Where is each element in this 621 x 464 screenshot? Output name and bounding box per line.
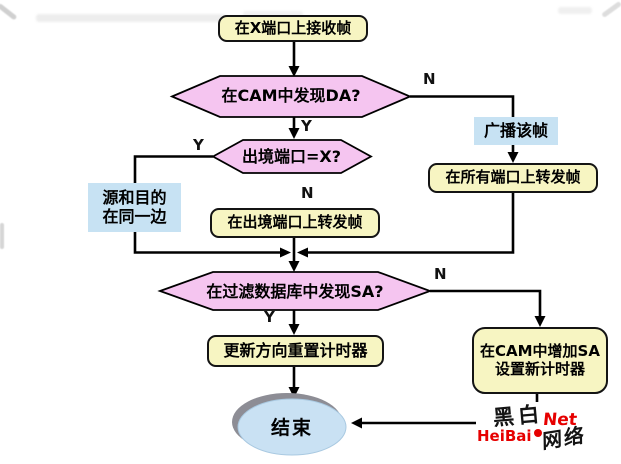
branch-label-cam-da-yes: Y	[301, 117, 312, 135]
step-receive-frame-label: 在X端口上接收帧	[234, 18, 352, 37]
branch-label-cam-da-no: N	[423, 70, 436, 88]
decision-filter-sa: 在过滤数据库中发现SA?	[163, 281, 427, 303]
step-add-sa-to-cam: 在CAM中增加SA 设置新计时器	[472, 327, 608, 394]
decision-filter-sa-label: 在过滤数据库中发现SA?	[206, 281, 384, 301]
arrow-into-egress	[288, 128, 300, 139]
arrow-into-filter-sa	[288, 261, 300, 272]
terminator-end-label: 结束	[270, 416, 313, 439]
arrow-merge-from-left	[280, 247, 291, 258]
heibai-logo: 黑白 Net HeiBai 网络	[476, 402, 608, 460]
logo-heibai-text: HeiBai	[477, 427, 532, 445]
step-forward-egress-port-label: 在出境端口上转发帧	[227, 213, 363, 232]
note-same-side-line1: 源和目的	[102, 188, 167, 208]
branch-label-egress-yes: Y	[193, 136, 204, 154]
note-broadcast-frame-label: 广播该帧	[483, 120, 548, 140]
terminator-shape	[232, 393, 347, 456]
scan-ghost-row	[36, 14, 226, 22]
decision-cam-da: 在CAM中发现DA?	[180, 85, 402, 107]
step-forward-egress-port: 在出境端口上转发帧	[210, 208, 380, 238]
decision-egress-shape	[211, 139, 373, 174]
note-same-side: 源和目的 在同一边	[88, 183, 181, 232]
decision-cam-da-label: 在CAM中发现DA?	[221, 85, 361, 105]
decision-egress: 出境端口=X?	[213, 146, 370, 168]
note-same-side-line2: 在同一边	[102, 206, 167, 226]
step-receive-frame: 在X端口上接收帧	[218, 15, 368, 42]
logo-cn-bottom-text: 网络	[542, 422, 586, 454]
logo-red-dot	[534, 429, 542, 437]
arrow-merge-from-right	[297, 247, 308, 258]
scan-ghost-row	[558, 7, 592, 14]
arrow-into-add-sa	[534, 316, 546, 327]
step-add-sa-line1: 在CAM中增加SA	[480, 342, 600, 361]
arrow-into-cam-da	[288, 66, 300, 77]
arrowheads	[280, 66, 546, 429]
branch-label-filter-no: N	[434, 265, 447, 283]
scan-smudge-left-edge	[0, 223, 4, 249]
arrow-into-end-right	[351, 417, 362, 429]
step-forward-all-ports: 在所有端口上转发帧	[428, 163, 598, 193]
step-add-sa-line2: 设置新计时器	[494, 359, 585, 378]
decision-cam-da-shape	[169, 75, 413, 118]
decision-egress-label: 出境端口=X?	[241, 146, 342, 166]
note-broadcast-frame: 广播该帧	[474, 117, 558, 145]
scan-ghost-row	[243, 11, 303, 18]
branch-label-filter-yes: Y	[264, 308, 275, 326]
arrow-into-end-top	[288, 387, 300, 398]
end-ellipse	[237, 398, 347, 456]
step-forward-all-ports-label: 在所有端口上转发帧	[445, 168, 581, 187]
step-update-timer-label: 更新方向重置计时器	[223, 340, 368, 360]
step-update-timer: 更新方向重置计时器	[207, 335, 384, 367]
arrow-into-update-timer	[288, 324, 300, 335]
branch-label-egress-no: N	[301, 184, 314, 202]
arrow-into-forward-all	[507, 152, 519, 163]
decision-shapes	[157, 75, 433, 311]
terminator-end: 结束	[262, 413, 322, 439]
decision-filter-sa-shape	[157, 271, 433, 311]
